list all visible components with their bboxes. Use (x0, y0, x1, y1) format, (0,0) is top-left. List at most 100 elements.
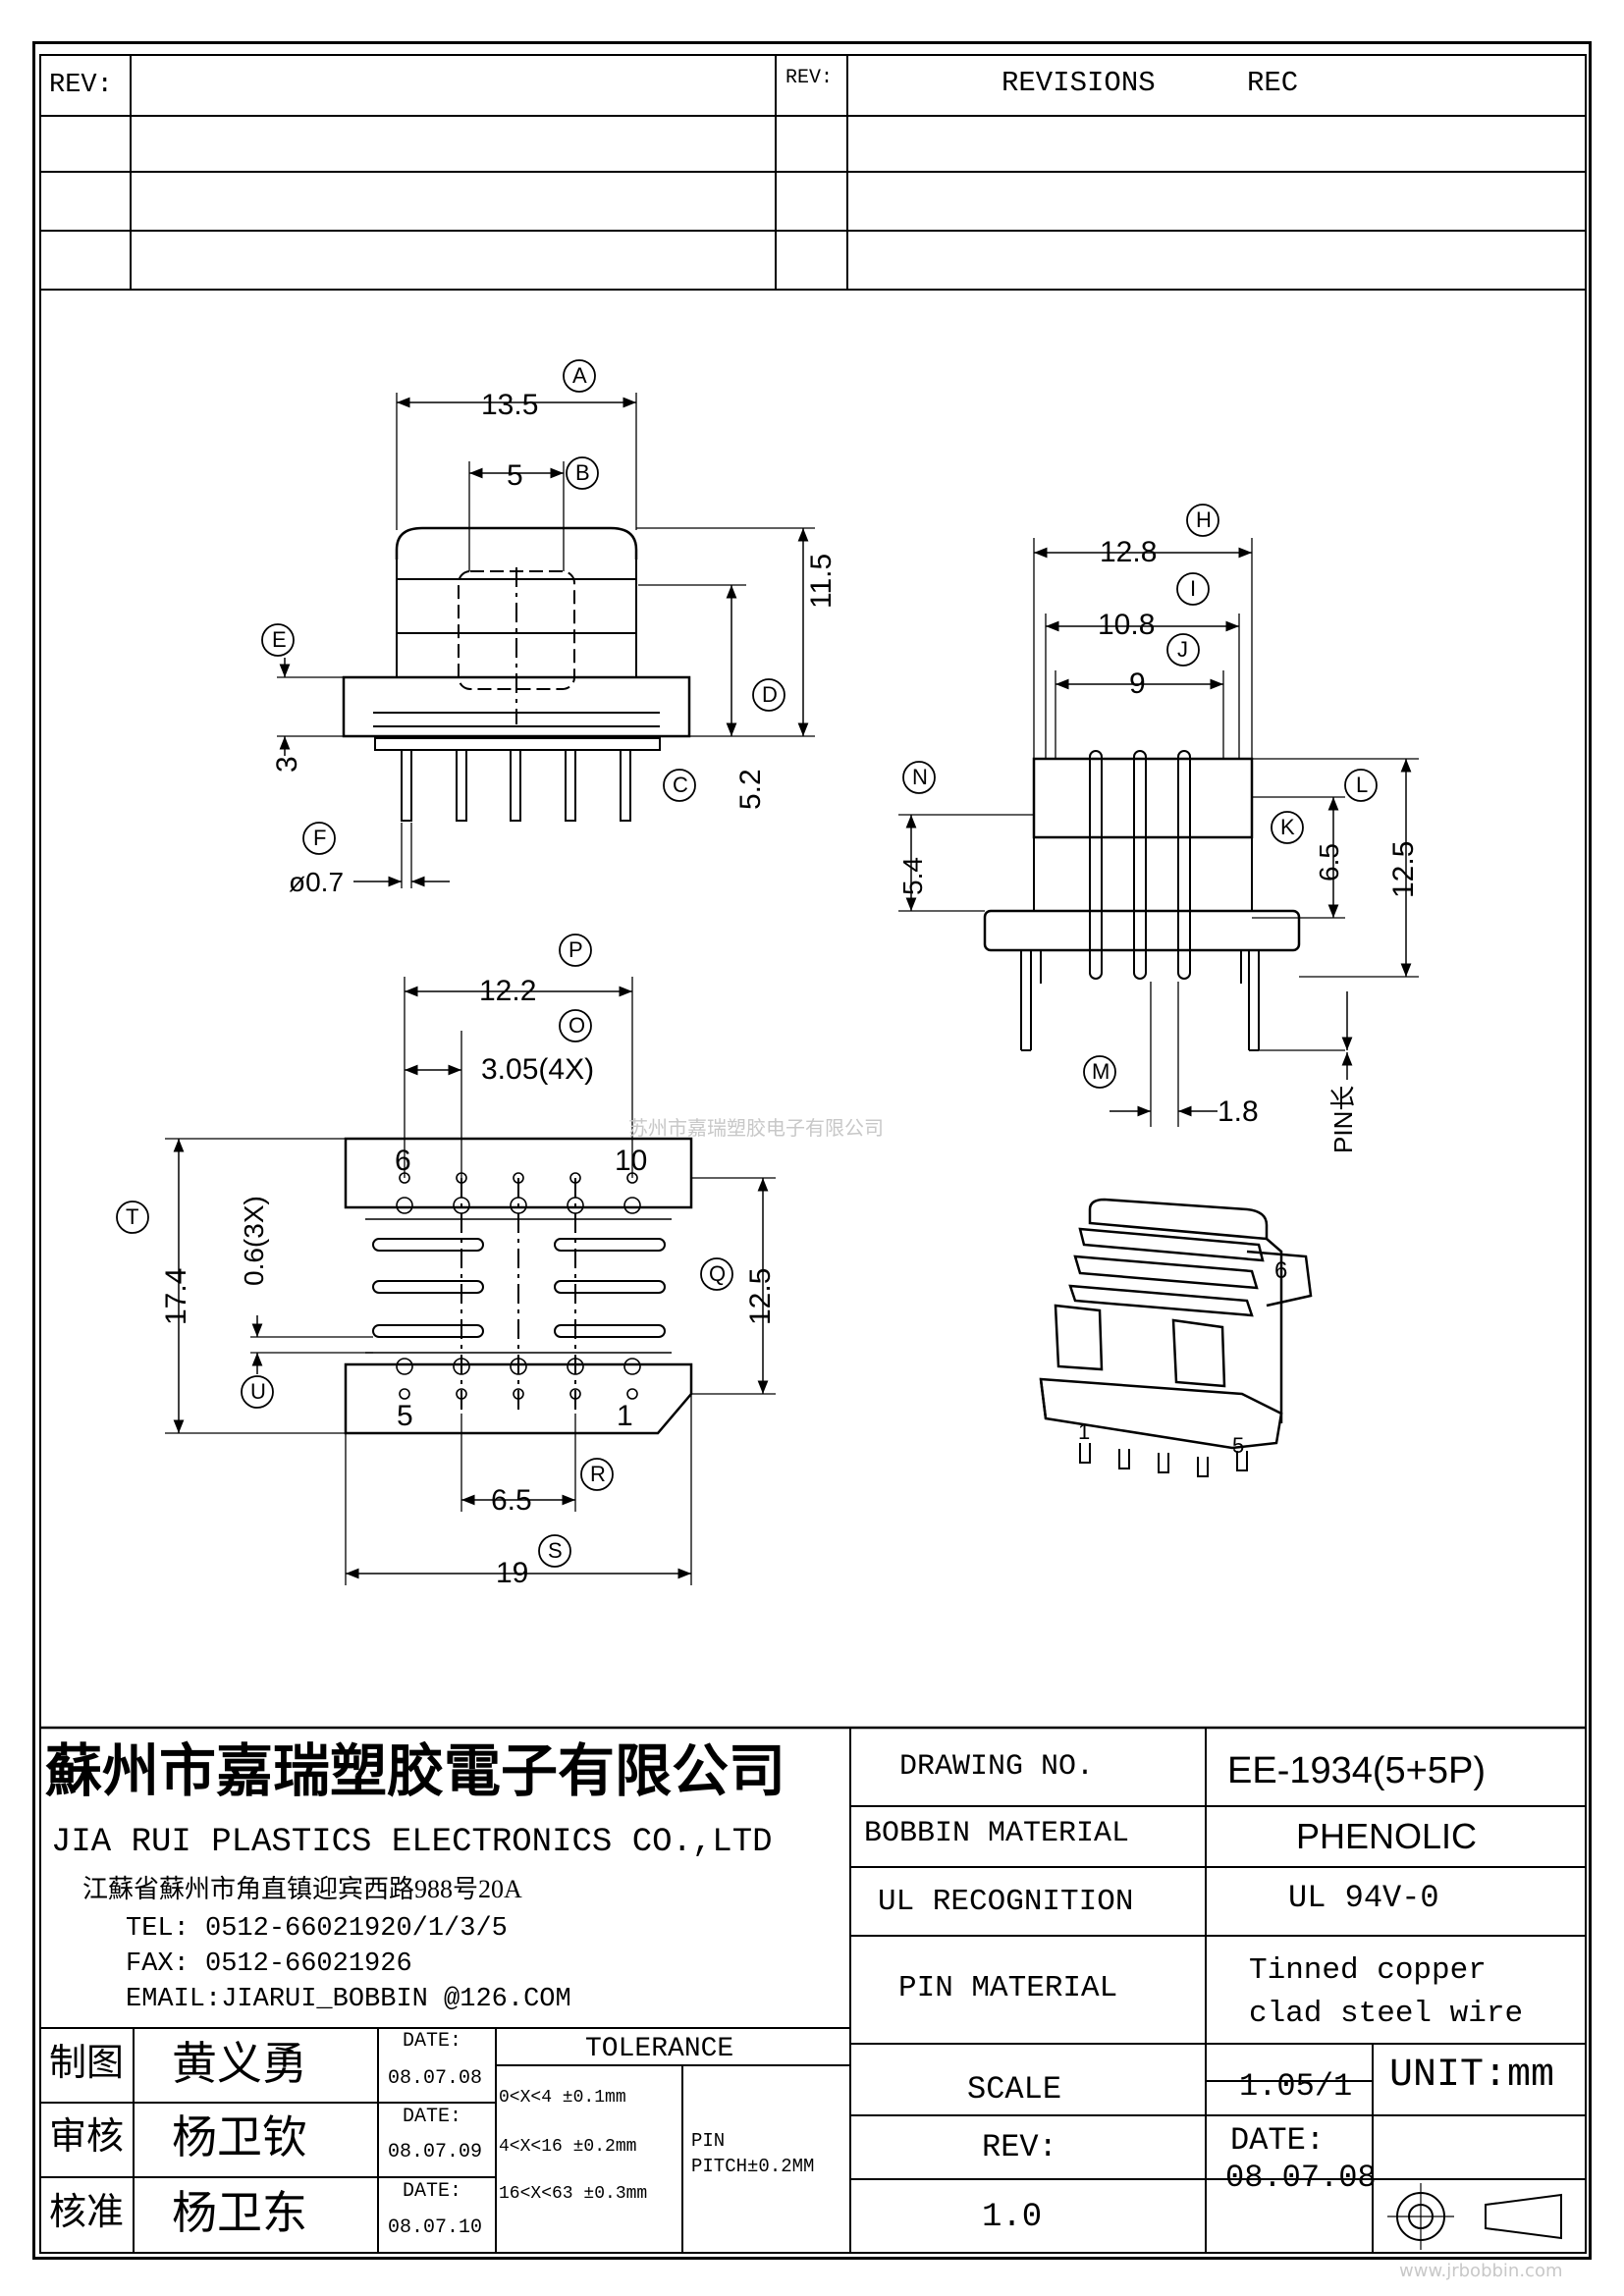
dim-a: 13.5 (481, 389, 539, 421)
company-name-en: JIA RUI PLASTICS ELECTRONICS CO.,LTD (51, 1824, 773, 1861)
drawing-no: EE-1934(5+5P) (1227, 1750, 1486, 1791)
title-block-lines (39, 1726, 1587, 2254)
date-label-reviewer: DATE: (403, 2106, 462, 2128)
callout-c: C (673, 773, 688, 797)
bobbin-material: PHENOLIC (1296, 1816, 1478, 1856)
name-drafter: 黄义勇 (172, 2039, 307, 2089)
date-reviewer: 08.07.09 (388, 2141, 483, 2163)
dim-o: 3.05(4X) (481, 1053, 595, 1086)
callout-p: P (568, 937, 583, 962)
rev-field-value: 1.0 (982, 2199, 1043, 2236)
isometric-view (1039, 1198, 1313, 1477)
dim-i: 10.8 (1098, 609, 1156, 641)
watermark-url: www.jrbobbin.com (1399, 2261, 1563, 2281)
dim-k: 6.5 (1314, 843, 1344, 881)
callout-r: R (590, 1462, 606, 1486)
callout-k: K (1280, 815, 1295, 839)
dim-b: 5 (507, 459, 523, 492)
bottom-slots (372, 1238, 666, 1338)
side-flanges (1089, 750, 1191, 980)
unit-label: UNIT:mm (1389, 2054, 1555, 2098)
dim-t: 17.4 (160, 1267, 192, 1325)
dim-l: 12.5 (1387, 840, 1420, 898)
pin-material-line-1: Tinned copper (1249, 1953, 1487, 1988)
drawing-inner-frame (39, 54, 1587, 2254)
dim-q: 12.5 (744, 1267, 777, 1325)
name-approver: 杨卫东 (172, 2188, 307, 2238)
dim-m: 1.8 (1218, 1095, 1259, 1128)
callout-circles (116, 359, 1378, 1568)
bobbin-material-label: BOBBIN MATERIAL (864, 1817, 1130, 1850)
iso-pin-5: 5 (1232, 1433, 1245, 1458)
company-name-cn: 蘇州市嘉瑞塑胶電子有限公司 (45, 1739, 786, 1803)
tolerance-3: 16<X<63 ±0.3mm (499, 2184, 648, 2204)
dim-u: 0.6(3X) (239, 1196, 269, 1286)
pin-number-1: 1 (617, 1400, 633, 1432)
role-approver: 核准 (49, 2192, 125, 2233)
rev-field-label: REV: (982, 2129, 1057, 2165)
callout-m: M (1092, 1059, 1110, 1084)
dim-d: 11.5 (805, 553, 838, 609)
iso-pins (1079, 1443, 1248, 1477)
pin-material-label: PIN MATERIAL (898, 1971, 1118, 2005)
ul-value: UL 94V-0 (1288, 1880, 1439, 1916)
dim-r: 6.5 (491, 1484, 532, 1517)
callout-s: S (548, 1538, 563, 1563)
callout-d: D (762, 682, 778, 707)
front-pins (401, 749, 631, 822)
pin-number-10: 10 (615, 1145, 648, 1177)
callout-j: J (1177, 637, 1188, 662)
date-drafter: 08.07.08 (388, 2067, 483, 2090)
revisions-label: REVISIONS (1001, 67, 1156, 99)
pin-pitch-label: PIN (691, 2130, 726, 2152)
callout-b: B (575, 460, 590, 485)
callout-l: L (1356, 773, 1369, 797)
iso-pin-1: 1 (1078, 1419, 1091, 1444)
date-field-value: 08.07.08 (1225, 2160, 1377, 2196)
tolerance-2: 4<X<16 ±0.2mm (499, 2137, 637, 2157)
projection-symbol (1387, 2183, 1562, 2250)
company-fax: FAX: 0512-66021926 (126, 1949, 412, 1979)
callout-q: Q (709, 1261, 727, 1286)
watermark-company: 苏州市嘉瑞塑胶电子有限公司 (628, 1116, 884, 1140)
bottom-view (165, 977, 776, 1585)
date-label-drafter: DATE: (403, 2030, 462, 2053)
ul-label: UL RECOGNITION (878, 1885, 1134, 1919)
iso-pin-6: 6 (1274, 1257, 1288, 1284)
pin-pitch-tolerance: PITCH±0.2MM (691, 2156, 815, 2177)
callout-t: T (126, 1204, 139, 1229)
side-view (898, 538, 1419, 1127)
company-address: 江蘇省蘇州市角直镇迎宾西路988号20A (82, 1875, 522, 1903)
callout-f: F (313, 826, 327, 850)
drawing-no-label: DRAWING NO. (899, 1750, 1095, 1784)
dim-h: 12.8 (1100, 536, 1158, 568)
date-field-label: DATE: (1230, 2122, 1326, 2159)
dim-c: 5.2 (734, 769, 767, 810)
role-reviewer: 审核 (49, 2116, 125, 2158)
scale-label: SCALE (967, 2071, 1062, 2108)
date-approver: 08.07.10 (388, 2216, 483, 2239)
dim-s: 19 (496, 1557, 529, 1589)
callout-h: H (1196, 507, 1212, 532)
pin-number-5: 5 (397, 1400, 413, 1432)
pin-number-6: 6 (395, 1145, 411, 1177)
rev-label: REV: (49, 71, 113, 100)
callout-u: U (250, 1379, 266, 1404)
dim-j: 9 (1129, 667, 1146, 700)
date-label-approver: DATE: (403, 2180, 462, 2203)
callout-a: A (572, 363, 587, 388)
tolerance-label: TOLERANCE (585, 2034, 734, 2064)
pin-length-label: PIN长 (1328, 1085, 1358, 1153)
tolerance-1: 0<X<4 ±0.1mm (499, 2088, 626, 2108)
dim-p: 12.2 (479, 975, 537, 1007)
pin-material-line-2: clad steel wire (1249, 1997, 1524, 2031)
callout-o: O (568, 1013, 586, 1038)
role-drafter: 制图 (49, 2043, 125, 2084)
front-view (277, 393, 815, 888)
company-email: EMAIL:JIARUI_BOBBIN @126.COM (126, 1985, 571, 2014)
scale-value: 1.05/1 (1239, 2068, 1353, 2105)
callout-n: N (912, 765, 928, 789)
rev-label-2: REV: (785, 67, 834, 89)
dim-e: 3 (271, 756, 303, 773)
